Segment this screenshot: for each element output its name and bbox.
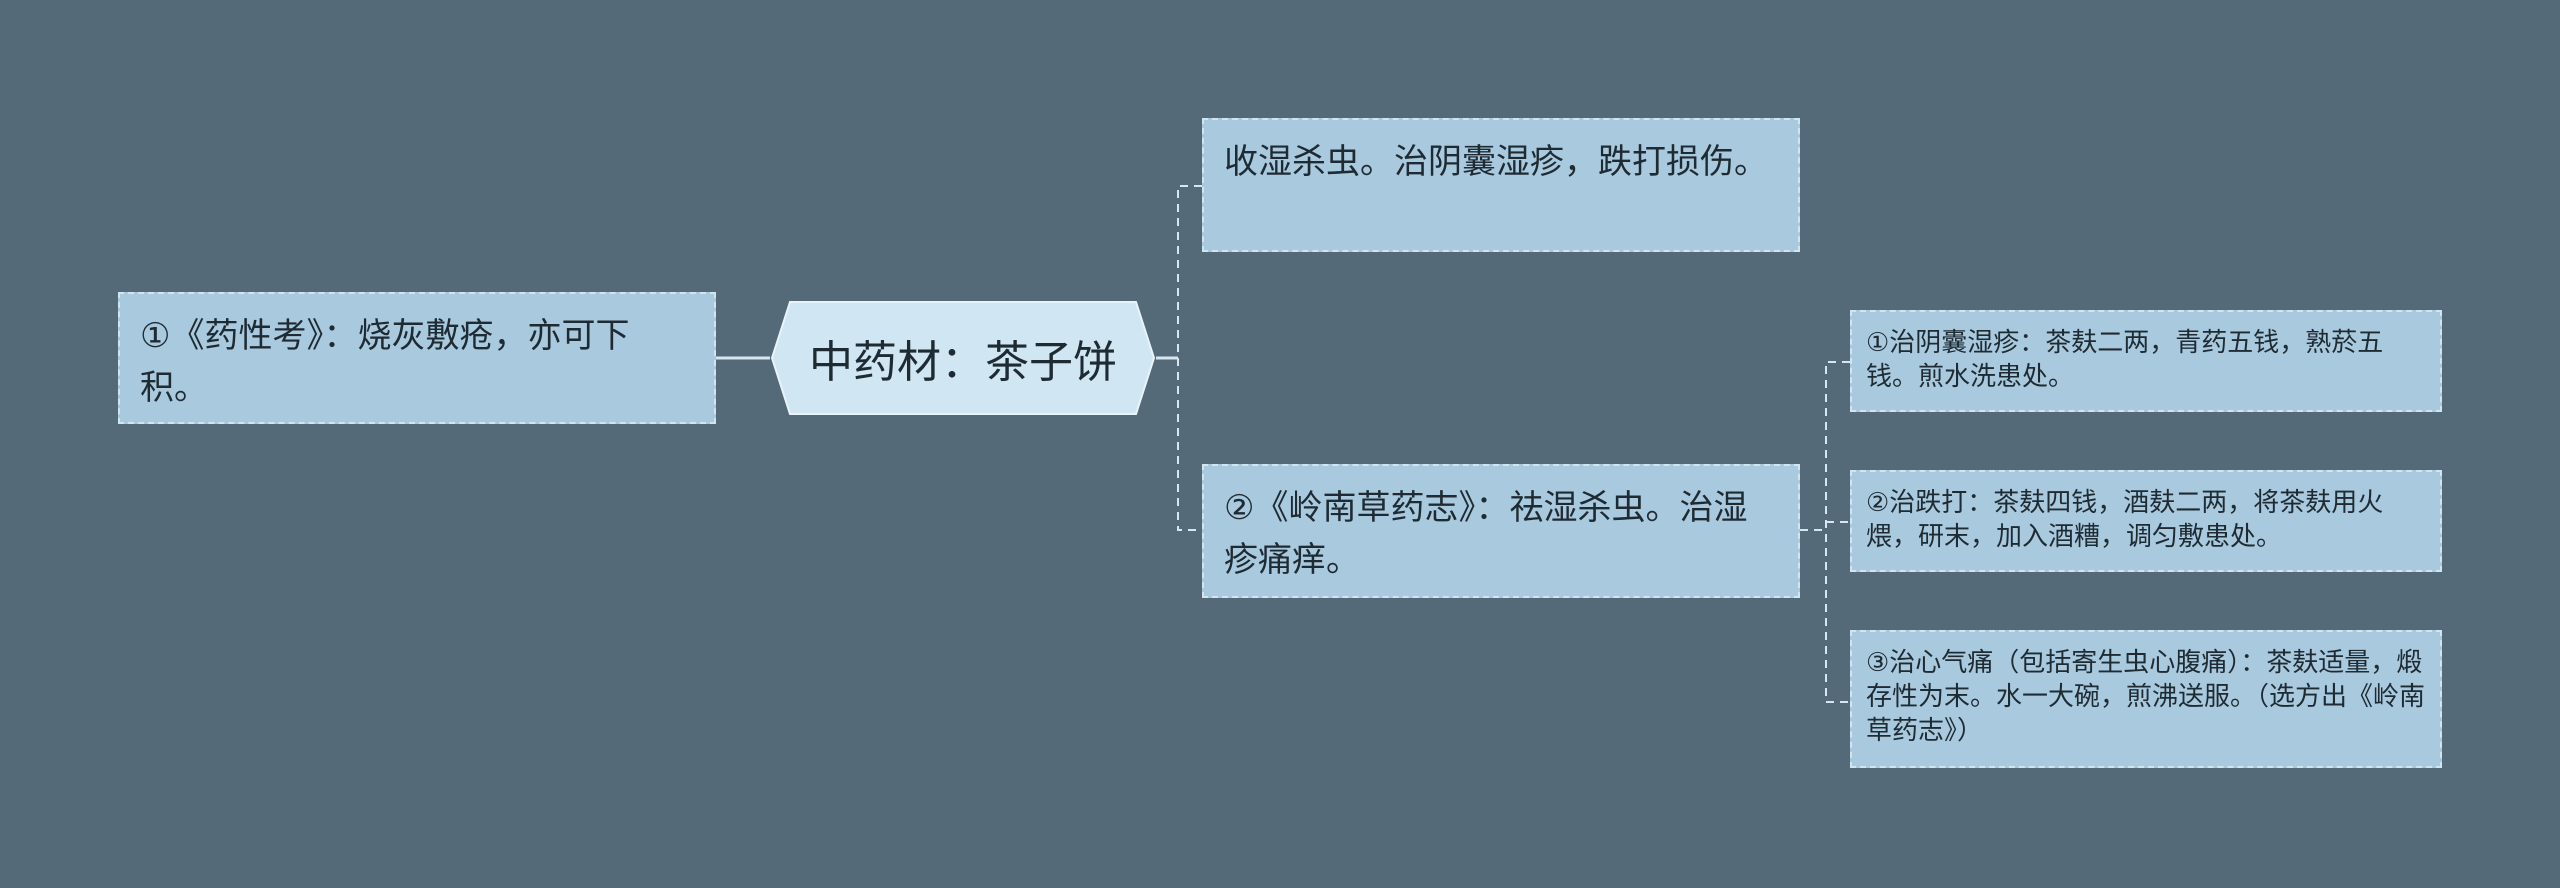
connector-right-bracket [1177, 185, 1202, 531]
right-node-label: ②《岭南草药志》：祛湿杀虫。治湿疹痛痒。 [1224, 488, 1748, 580]
root-node[interactable]: 中药材：茶子饼 [770, 300, 1156, 416]
child-node-yinnang[interactable]: ①治阴囊湿疹：茶麸二两，青药五钱，熟菸五钱。煎水洗患处。 [1850, 310, 2442, 412]
child-node-label: ①治阴囊湿疹：茶麸二两，青药五钱，熟菸五钱。煎水洗患处。 [1866, 328, 2384, 392]
right-node-shoushi[interactable]: 收湿杀虫。治阴囊湿疹，跌打损伤。 [1202, 118, 1800, 252]
connector-children-bracket [1825, 361, 1850, 703]
child-node-dieda[interactable]: ②治跌打：茶麸四钱，酒麸二两，将茶麸用火煨，研末，加入酒糟，调匀敷患处。 [1850, 470, 2442, 572]
root-label: 中药材：茶子饼 [809, 337, 1117, 388]
left-node-label: ①《药性考》：烧灰敷疮，亦可下积。 [140, 316, 630, 408]
child-node-xinqitong[interactable]: ③治心气痛（包括寄生虫心腹痛）：茶麸适量，煅存性为末。水一大碗，煎沸送服。（选方… [1850, 630, 2442, 768]
child-node-label: ②治跌打：茶麸四钱，酒麸二两，将茶麸用火煨，研末，加入酒糟，调匀敷患处。 [1866, 488, 2384, 552]
child-node-label: ③治心气痛（包括寄生虫心腹痛）：茶麸适量，煅存性为末。水一大碗，煎沸送服。（选方… [1866, 648, 2426, 746]
root-hexagon [770, 301, 1156, 415]
right-node-lingnan[interactable]: ②《岭南草药志》：祛湿杀虫。治湿疹痛痒。 [1202, 464, 1800, 598]
right-node-label: 收湿杀虫。治阴囊湿疹，跌打损伤。 [1224, 142, 1768, 182]
left-node-yaoxingkao[interactable]: ①《药性考》：烧灰敷疮，亦可下积。 [118, 292, 716, 424]
